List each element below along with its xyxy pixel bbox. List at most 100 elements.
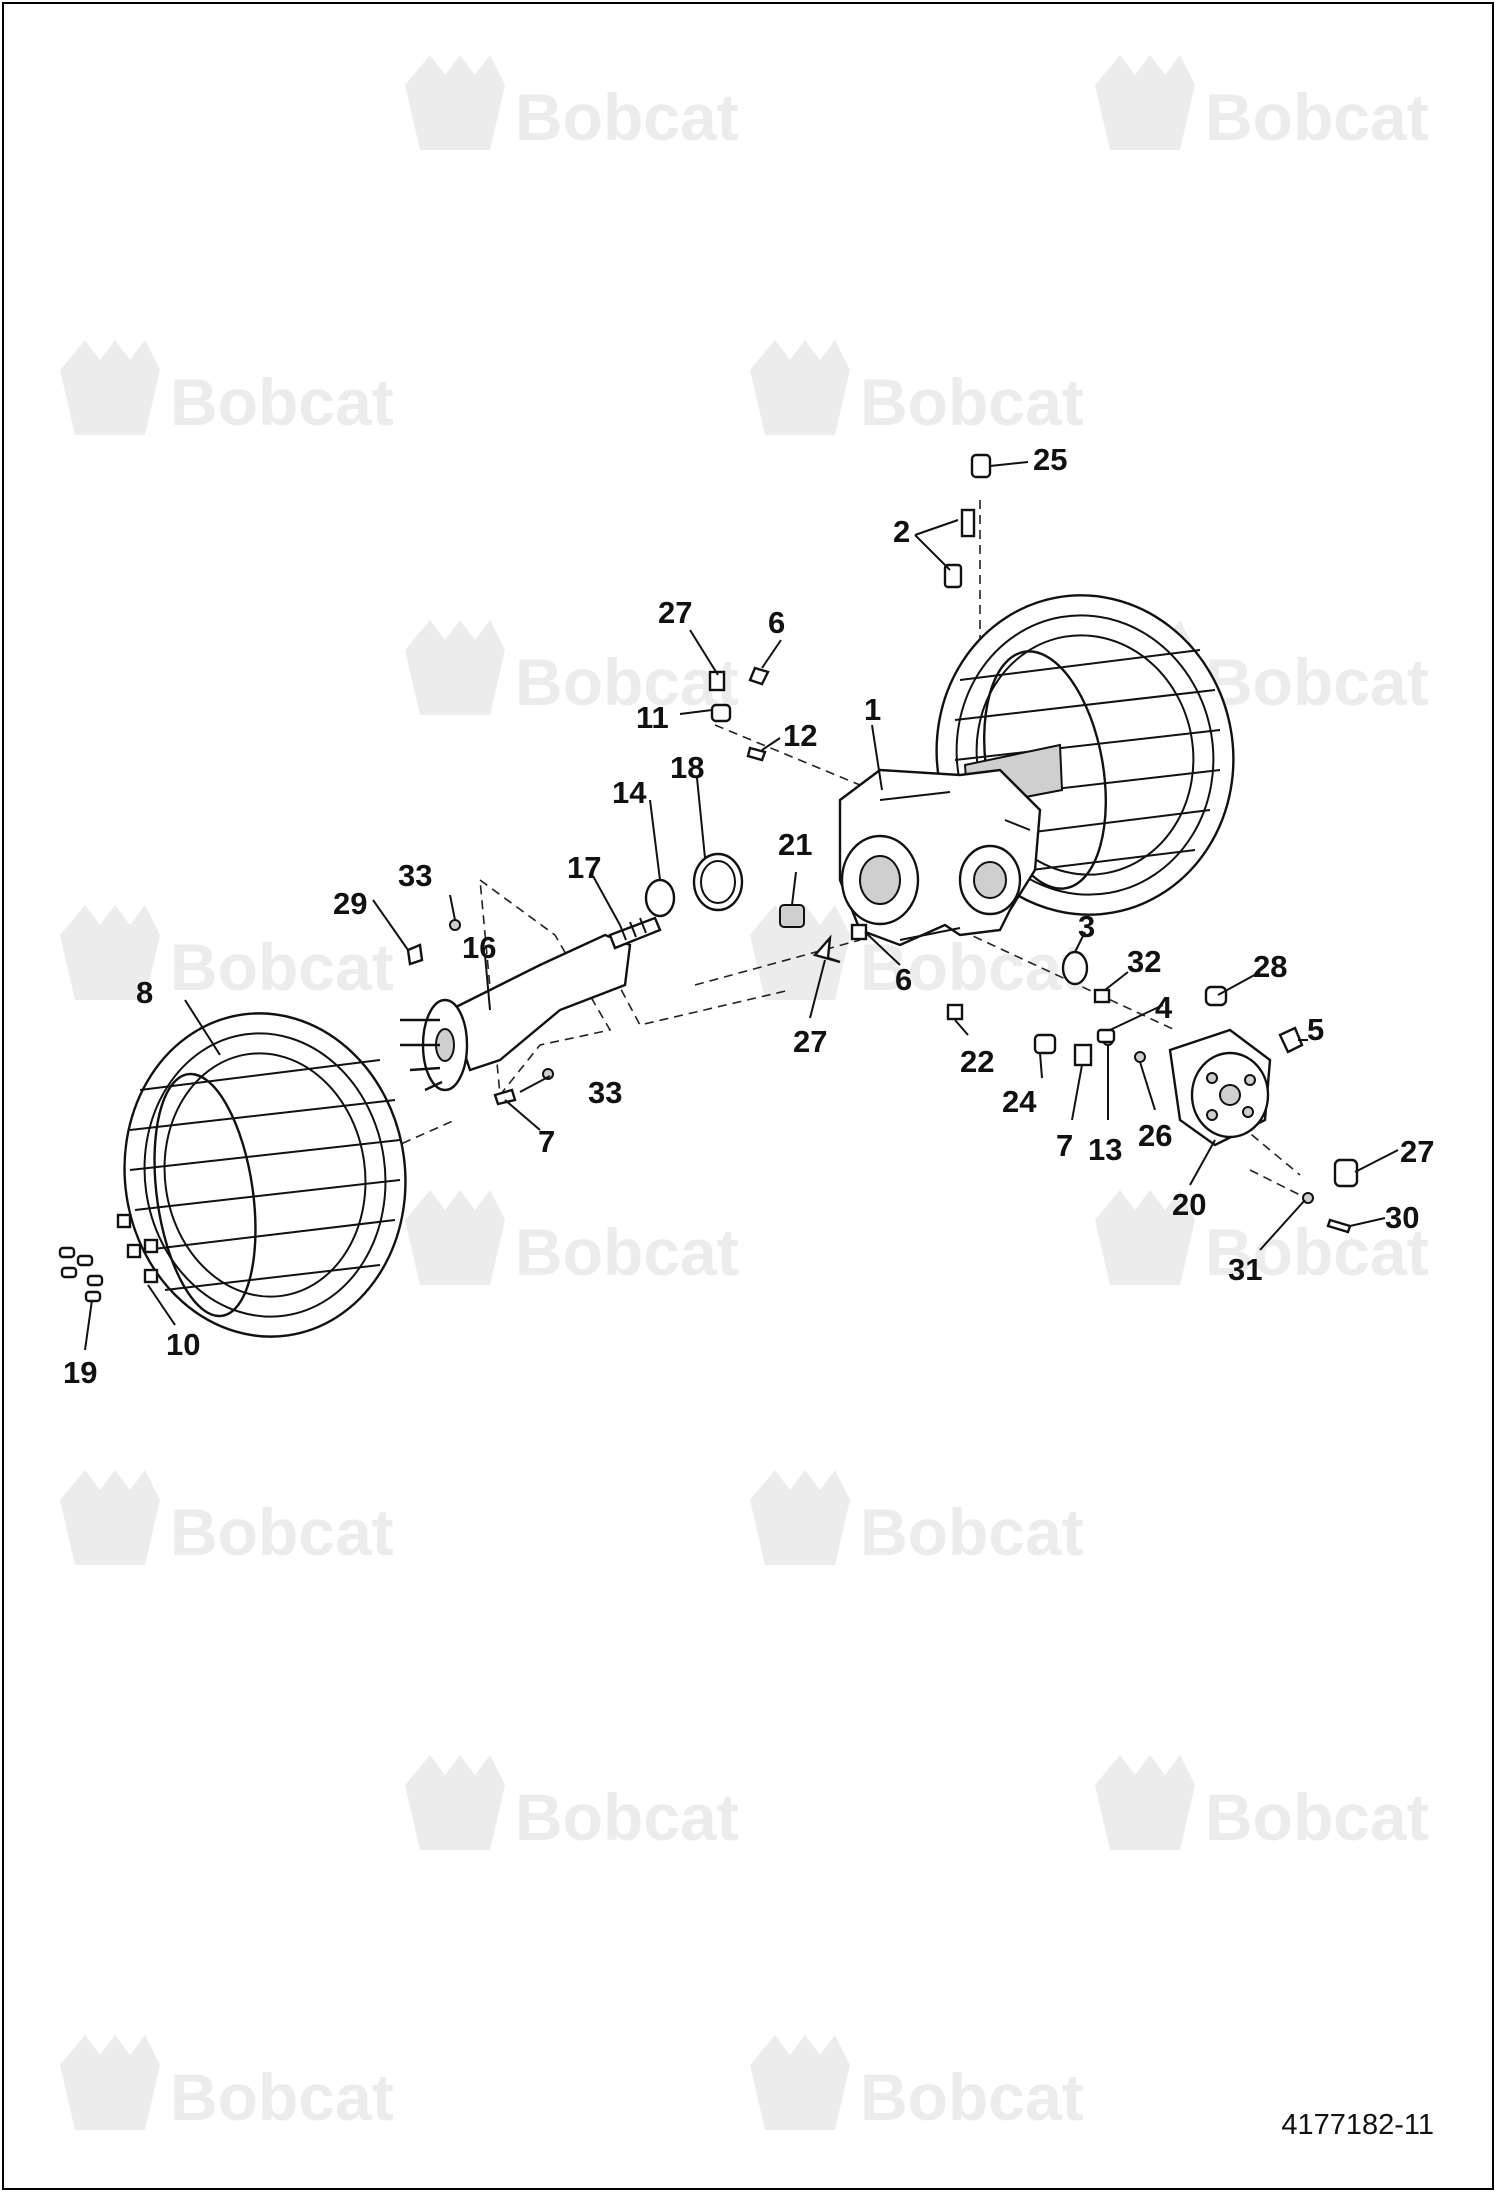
watermark: Bobcat: [60, 1470, 394, 1569]
part-30: [1326, 1218, 1352, 1234]
watermark-text: Bobcat: [860, 1495, 1084, 1569]
callout-22: 22: [960, 1044, 994, 1079]
leader-lines: [84, 461, 1399, 1351]
watermark: Bobcat: [60, 2035, 394, 2134]
callout-27: 27: [658, 595, 692, 630]
callout-7: 7: [1056, 1128, 1073, 1163]
part-22: [946, 1003, 964, 1021]
part-7: [1073, 1043, 1093, 1067]
part-10-lug-nuts: [116, 1213, 159, 1284]
part-11: [710, 703, 732, 723]
callout-31: 31: [1228, 1252, 1262, 1287]
callout-5: 5: [1307, 1012, 1324, 1047]
part-33-bottom: [542, 1068, 554, 1080]
callout-17: 17: [567, 850, 601, 885]
callout-25: 26: [1138, 1118, 1172, 1153]
watermark: Bobcat: [60, 340, 394, 439]
part-5: [1278, 1026, 1304, 1054]
part-29: [406, 943, 424, 966]
diagram-id: 4177182-11: [1281, 2109, 1434, 2141]
callout-4: 4: [1155, 990, 1173, 1025]
hardware-parts: [58, 453, 1359, 1303]
watermark: Bobcat: [750, 1470, 1084, 1569]
callout-13: 13: [1088, 1132, 1122, 1167]
callout-9: 8: [136, 975, 153, 1010]
hydraulic-motor: [1168, 1028, 1272, 1147]
watermark: Bobcat: [405, 620, 739, 719]
part-4: [1096, 1028, 1116, 1044]
callout-30: 30: [1385, 1200, 1419, 1235]
part-27-bottom: [812, 934, 841, 964]
callout-3: 3: [1078, 909, 1095, 944]
part-14: [644, 878, 676, 918]
callout-26: 27: [1400, 1134, 1434, 1169]
watermark: Bobcat: [405, 1190, 739, 1289]
watermark-text: Bobcat: [1205, 1780, 1429, 1854]
watermark: Bobcat: [1095, 1755, 1429, 1854]
callout-19: 20: [1172, 1187, 1206, 1222]
callout-21: 21: [778, 827, 812, 862]
watermark-text: Bobcat: [170, 930, 394, 1004]
part-32: [1093, 988, 1111, 1004]
callout-33: 33: [398, 858, 432, 893]
part-2-spring: [960, 508, 976, 538]
watermark-text: Bobcat: [515, 80, 739, 154]
watermark-text: Bobcat: [170, 2060, 394, 2134]
watermark: Bobcat: [750, 905, 1084, 1004]
part-6-top: [748, 666, 770, 686]
watermark-text: Bobcat: [515, 645, 739, 719]
watermark-text: Bobcat: [1205, 1215, 1429, 1289]
callout-2: 2: [893, 514, 910, 549]
callout-16: 16: [462, 930, 496, 965]
part-23: [970, 453, 992, 479]
part-12: [746, 746, 767, 762]
part-6-bottom: [850, 923, 868, 941]
transaxle-housing: [838, 768, 1042, 947]
watermark-text: Bobcat: [170, 1495, 394, 1569]
callout-28: 28: [1253, 949, 1287, 984]
callout-11: 11: [636, 700, 669, 735]
part-28: [1204, 985, 1228, 1007]
watermark: Bobcat: [750, 340, 1084, 439]
callout-24: 24: [1002, 1084, 1037, 1119]
watermark-layer: Bobcat Bobcat Bobcat Bobcat Bobcat Bobca…: [60, 55, 1429, 2134]
watermark: Bobcat: [1095, 1190, 1429, 1289]
part-2-fitting: [943, 563, 963, 589]
callout-labels: 25 2 27 6 11 12 1 18 14 21 17 33 29 16 8…: [63, 442, 1434, 1390]
callout-29: 29: [333, 886, 367, 921]
watermark: Bobcat: [1095, 55, 1429, 154]
part-20-studs: [58, 1246, 104, 1303]
watermark-text: Bobcat: [170, 365, 394, 439]
part-8: [493, 1088, 517, 1106]
callout-1: 1: [864, 692, 881, 727]
axle-shaft-assembly: [400, 916, 662, 1092]
callout-6: 6: [895, 962, 912, 997]
callout-20: 19: [63, 1355, 97, 1390]
watermark-text: Bobcat: [515, 1780, 739, 1854]
callout-18: 18: [670, 750, 704, 785]
callout-27: 27: [793, 1024, 827, 1059]
assembly-lines: [319, 500, 1311, 1201]
part-26: [1333, 1158, 1359, 1188]
callout-12: 12: [783, 718, 817, 753]
watermark-text: Bobcat: [515, 1215, 739, 1289]
callout-10: 10: [166, 1327, 200, 1362]
callout-14: 14: [612, 775, 647, 810]
callout-33: 33: [588, 1075, 622, 1110]
watermark: Bobcat: [750, 2035, 1084, 2134]
callout-6: 6: [768, 605, 785, 640]
left-wheel: [123, 1012, 407, 1338]
watermark: Bobcat: [405, 1755, 739, 1854]
watermark-text: Bobcat: [1205, 80, 1429, 154]
part-24: [1033, 1033, 1057, 1055]
watermark: Bobcat: [405, 55, 739, 154]
part-25: [1134, 1051, 1146, 1063]
part-33-top: [449, 919, 461, 931]
part-3: [1061, 950, 1089, 986]
callout-23: 25: [1033, 442, 1067, 477]
watermark: Bobcat: [60, 905, 394, 1004]
callout-32: 32: [1127, 944, 1161, 979]
watermark-text: Bobcat: [1205, 645, 1429, 719]
